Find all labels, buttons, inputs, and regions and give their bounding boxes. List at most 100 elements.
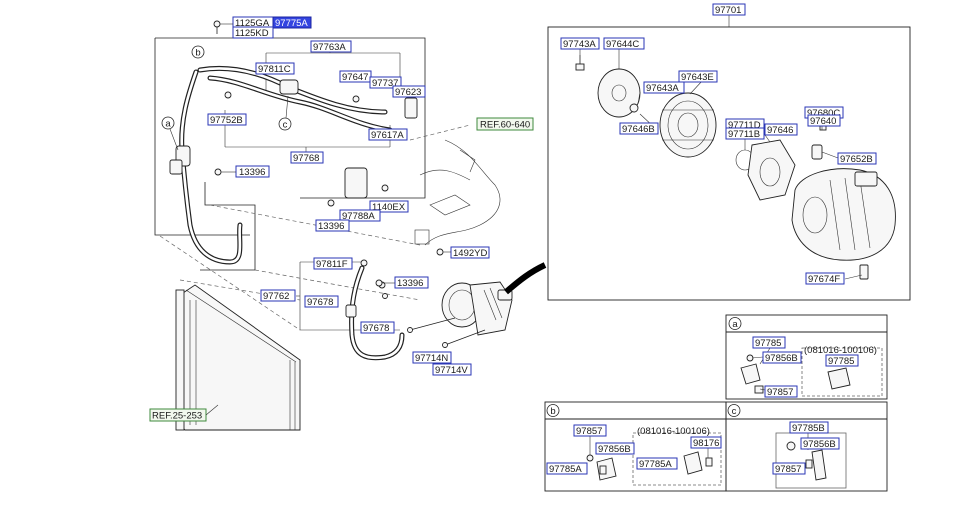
svg-text:98176: 98176 bbox=[693, 438, 719, 449]
svg-text:97768: 97768 bbox=[293, 153, 319, 164]
part-label-97811c[interactable]: 97811C bbox=[255, 62, 295, 75]
svg-text:97785B: 97785B bbox=[792, 423, 825, 434]
part-label-97643a[interactable]: 97643A bbox=[643, 81, 685, 94]
part-label-97640[interactable]: 97640 bbox=[807, 114, 841, 127]
part-label-97811f[interactable]: 97811F bbox=[313, 257, 353, 270]
detail-a-label-97785-alt[interactable]: 97785 bbox=[825, 354, 859, 367]
svg-text:97652B: 97652B bbox=[840, 154, 873, 165]
svg-text:1125GA: 1125GA bbox=[235, 18, 270, 29]
part-label-97678-upper[interactable]: 97678 bbox=[304, 295, 339, 308]
svg-text:1125KD: 1125KD bbox=[235, 28, 269, 39]
small-hardware bbox=[213, 20, 444, 299]
detail-a-label-97785[interactable]: 97785 bbox=[752, 336, 786, 349]
detail-c-label-97785b[interactable]: 97785B bbox=[789, 421, 829, 434]
part-label-13396-lower[interactable]: 13396 bbox=[394, 276, 429, 289]
part-label-97737[interactable]: 97737 bbox=[369, 76, 402, 89]
part-label-97711b[interactable]: 97711B bbox=[725, 127, 765, 140]
svg-text:13396: 13396 bbox=[397, 278, 423, 289]
suction-discharge-hoses bbox=[169, 65, 418, 265]
compressor-exploded-box bbox=[547, 14, 911, 301]
part-label-1492yd[interactable]: 1492YD bbox=[450, 246, 490, 259]
svg-text:1492YD: 1492YD bbox=[453, 248, 487, 259]
detail-a-label-97856b[interactable]: 97856B bbox=[762, 351, 802, 364]
detail-b-range-note: (081016-100106) bbox=[637, 426, 710, 437]
detail-b-label-97857[interactable]: 97857 bbox=[573, 424, 607, 437]
part-label-97646b[interactable]: 97646B bbox=[619, 122, 659, 135]
svg-text:97856B: 97856B bbox=[803, 439, 836, 450]
svg-text:97643A: 97643A bbox=[646, 83, 679, 94]
svg-text:97714N: 97714N bbox=[415, 353, 448, 364]
svg-text:97811F: 97811F bbox=[316, 259, 348, 270]
detail-b-label-97785a-alt[interactable]: 97785A bbox=[636, 457, 678, 470]
svg-text:a: a bbox=[165, 119, 171, 130]
part-label-97674f[interactable]: 97674F bbox=[805, 272, 845, 285]
svg-text:97644C: 97644C bbox=[606, 39, 639, 50]
detail-b-label-97856b[interactable]: 97856B bbox=[595, 442, 635, 455]
part-label-97646[interactable]: 97646 bbox=[764, 123, 798, 136]
part-label-97643e[interactable]: 97643E bbox=[678, 70, 718, 83]
svg-text:97788A: 97788A bbox=[342, 211, 375, 222]
part-label-97623[interactable]: 97623 bbox=[392, 85, 426, 98]
part-label-97647[interactable]: 97647 bbox=[339, 70, 372, 83]
part-label-97617a[interactable]: 97617A bbox=[368, 128, 408, 141]
svg-text:13396: 13396 bbox=[239, 167, 265, 178]
svg-text:97856B: 97856B bbox=[598, 444, 631, 455]
svg-text:97785: 97785 bbox=[828, 356, 854, 367]
part-label-1125kd[interactable]: 1125KD bbox=[232, 26, 274, 39]
condenser bbox=[175, 284, 301, 431]
svg-text:97857: 97857 bbox=[576, 426, 602, 437]
part-label-13396-middle[interactable]: 13396 bbox=[315, 219, 350, 232]
part-label-97752b[interactable]: 97752B bbox=[207, 113, 247, 126]
part-label-97763a[interactable]: 97763A bbox=[310, 40, 352, 53]
ref-60-640[interactable]: REF.60-640 bbox=[476, 117, 534, 131]
svg-text:97785A: 97785A bbox=[549, 464, 582, 475]
part-label-1140ex[interactable]: 1140EX bbox=[369, 200, 409, 213]
part-label-97775a-selected[interactable]: 97775A bbox=[272, 16, 312, 29]
part-label-97762[interactable]: 97762 bbox=[260, 289, 296, 302]
svg-text:97640: 97640 bbox=[810, 116, 836, 127]
svg-text:b: b bbox=[550, 406, 555, 417]
part-label-97678-lower[interactable]: 97678 bbox=[360, 321, 395, 334]
part-label-97714v[interactable]: 97714V bbox=[432, 363, 472, 376]
svg-text:97680C: 97680C bbox=[807, 108, 840, 119]
detail-a-label-97857[interactable]: 97857 bbox=[764, 385, 798, 398]
part-label-97743a[interactable]: 97743A bbox=[560, 37, 600, 50]
callout-c: c bbox=[278, 95, 292, 131]
callout-b: b bbox=[191, 45, 205, 59]
svg-text:97857: 97857 bbox=[767, 387, 793, 398]
detail-b-label-97785a[interactable]: 97785A bbox=[546, 462, 588, 475]
svg-text:97678: 97678 bbox=[363, 323, 389, 334]
svg-text:REF.25-253: REF.25-253 bbox=[152, 411, 202, 422]
discharge-pipe bbox=[345, 259, 405, 361]
svg-text:97711B: 97711B bbox=[728, 129, 760, 140]
svg-text:c: c bbox=[283, 120, 288, 131]
part-label-13396-upper[interactable]: 13396 bbox=[235, 165, 270, 178]
svg-text:c: c bbox=[732, 406, 737, 417]
svg-text:97678: 97678 bbox=[307, 297, 333, 308]
part-label-97788a[interactable]: 97788A bbox=[339, 209, 381, 222]
detail-c-label-97857[interactable]: 97857 bbox=[772, 462, 806, 475]
part-label-97652b[interactable]: 97652B bbox=[837, 152, 877, 165]
part-label-97768[interactable]: 97768 bbox=[290, 151, 324, 164]
svg-text:97646: 97646 bbox=[767, 125, 793, 136]
svg-text:97701: 97701 bbox=[715, 5, 741, 16]
svg-text:b: b bbox=[195, 48, 200, 59]
svg-text:97775A: 97775A bbox=[275, 18, 308, 29]
svg-text:97762: 97762 bbox=[263, 291, 289, 302]
body-panel-sketch bbox=[414, 139, 501, 246]
svg-text:97617A: 97617A bbox=[371, 130, 404, 141]
detail-c-label-97856b[interactable]: 97856B bbox=[800, 437, 840, 450]
svg-text:97646B: 97646B bbox=[622, 124, 655, 135]
svg-text:97714V: 97714V bbox=[435, 365, 468, 376]
part-label-97644c[interactable]: 97644C bbox=[603, 37, 645, 50]
ref-25-253[interactable]: REF.25-253 bbox=[149, 408, 207, 422]
svg-text:1140EX: 1140EX bbox=[372, 202, 406, 213]
svg-text:97711D: 97711D bbox=[728, 120, 761, 131]
right-leader-lines bbox=[579, 48, 863, 280]
part-label-97714n[interactable]: 97714N bbox=[412, 351, 452, 364]
detail-b-label-98176[interactable]: 98176 bbox=[690, 436, 722, 449]
svg-text:97811C: 97811C bbox=[258, 64, 291, 75]
part-label-97701[interactable]: 97701 bbox=[712, 3, 746, 16]
svg-text:97785: 97785 bbox=[755, 338, 781, 349]
